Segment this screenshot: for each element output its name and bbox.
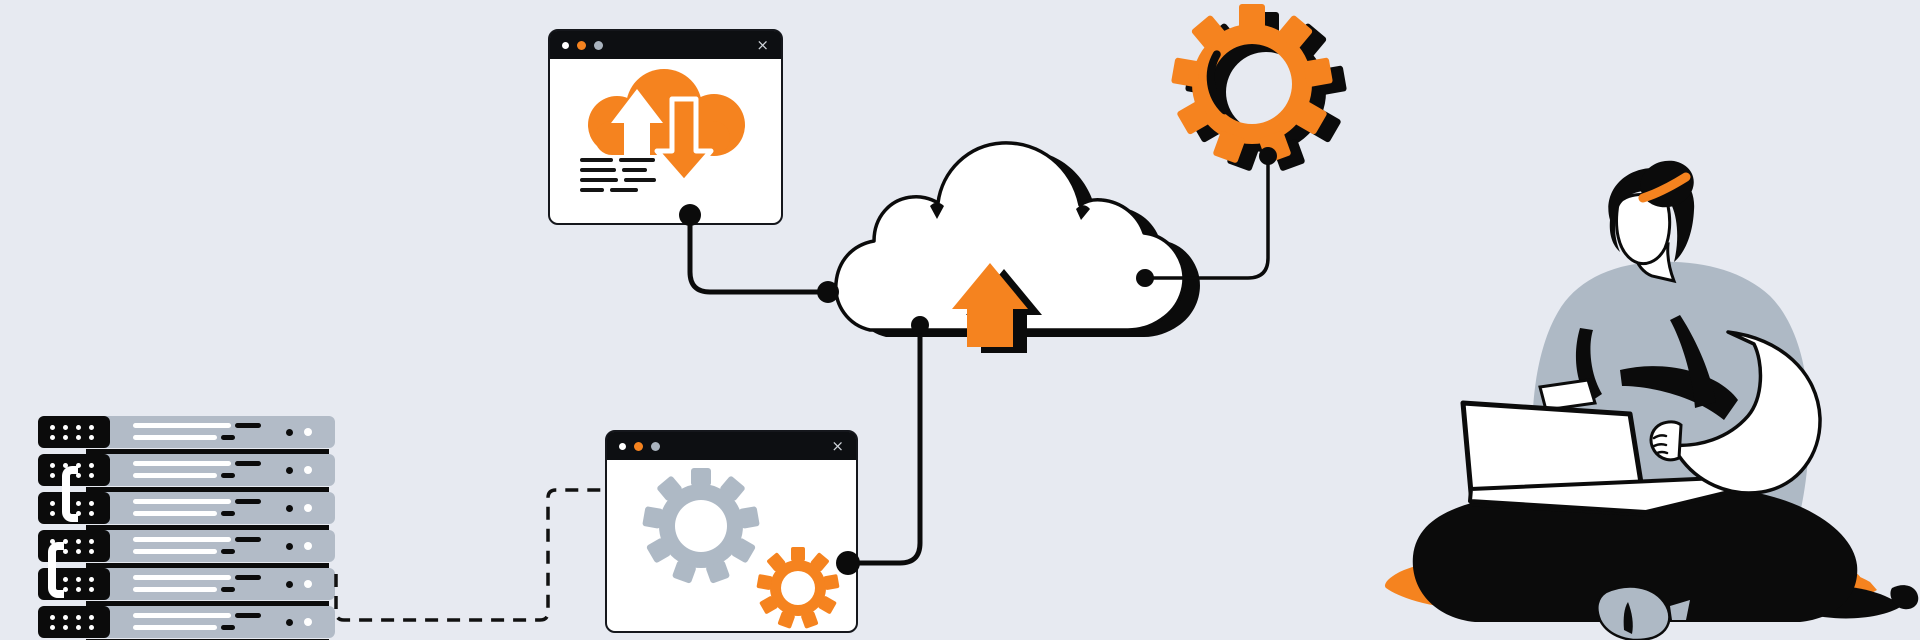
upload-arrow-icon (952, 263, 1028, 347)
window-content (550, 59, 781, 223)
server-cable-icon (62, 466, 78, 522)
link-settings-cloud (848, 325, 923, 566)
window-titlebar: × (550, 31, 781, 59)
close-icon: × (756, 35, 769, 54)
foot-detail-2 (1670, 600, 1690, 620)
titlebar-dot-icon (634, 441, 643, 451)
gear-small-orange-icon (756, 547, 840, 629)
cushion-shadow-knot (1890, 585, 1919, 610)
server-chassis (82, 416, 335, 448)
server-unit (38, 530, 335, 568)
server-vent-panel (38, 416, 110, 448)
left-arm (1538, 378, 1597, 412)
server-cable-icon (48, 542, 64, 598)
hair-band (1638, 172, 1691, 203)
server-rack (38, 416, 335, 640)
hand (1649, 420, 1683, 462)
cloud-upload-icon (834, 141, 1200, 353)
fingers (1652, 434, 1669, 455)
titlebar-dot-icon (651, 441, 660, 451)
server-unit (38, 606, 335, 640)
server-led-icon (286, 429, 293, 436)
titlebar-dot-icon (577, 40, 586, 50)
titlebar-dot-icon (594, 40, 603, 50)
app-window-sync: × (548, 29, 783, 225)
server-data-bar-end (235, 423, 261, 428)
titlebar-dot-icon (562, 41, 569, 49)
dashed-link (334, 488, 603, 622)
foot-detail (1623, 602, 1633, 634)
window-titlebar: × (607, 432, 856, 460)
server-unit (38, 454, 335, 492)
foot (1596, 585, 1671, 640)
titlebar-dot-icon (619, 442, 626, 450)
server-data-bar (133, 435, 217, 440)
server-data-bar (133, 423, 231, 428)
server-unit (38, 492, 335, 530)
text-lines (580, 158, 656, 192)
server-unit (38, 416, 335, 454)
gear-orange-icon (1171, 4, 1347, 171)
window-content (607, 460, 856, 631)
server-led-icon (304, 428, 312, 436)
crossed-legs (1412, 484, 1858, 622)
server-unit (38, 568, 335, 606)
app-window-settings: × (605, 430, 858, 633)
right-arm (1671, 330, 1822, 495)
gear-large-gray-icon (642, 468, 760, 584)
shirt-fold-right (1670, 315, 1716, 408)
cloud-sync-arrows-icon (588, 69, 745, 185)
server-data-bar-end (221, 435, 235, 440)
close-icon: × (831, 436, 844, 455)
person-with-laptop (1384, 160, 1919, 640)
